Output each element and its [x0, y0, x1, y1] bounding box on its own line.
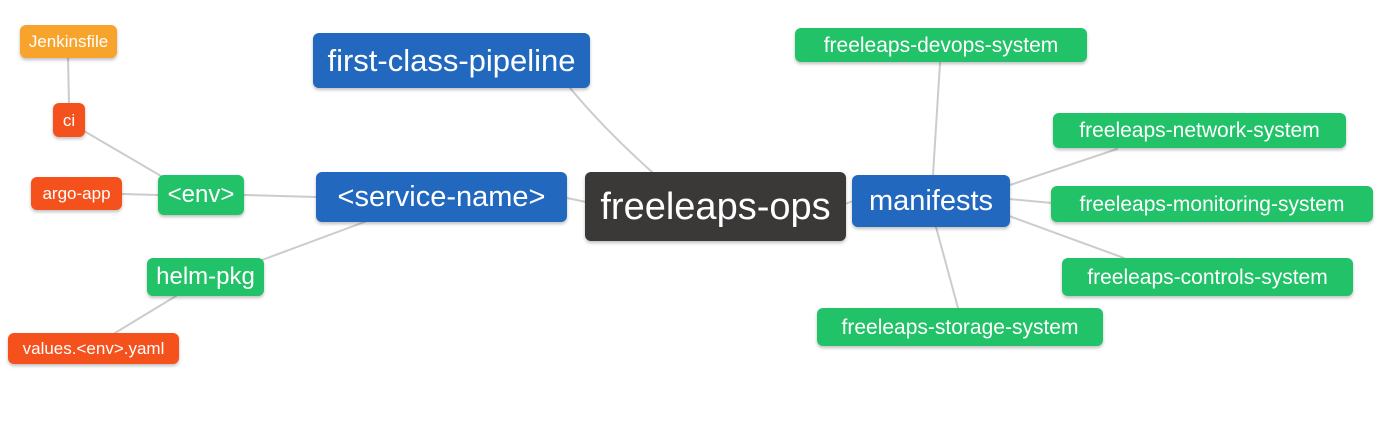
- node-manifests[interactable]: manifests: [852, 175, 1010, 227]
- edge-jenkinsfile-ci: [67, 57, 70, 104]
- node-jenkinsfile[interactable]: Jenkinsfile: [20, 25, 117, 58]
- node-argo-app[interactable]: argo-app: [31, 177, 122, 210]
- edge-helm-pkg-service-name: [261, 220, 368, 261]
- edge-first-class-pipeline-root: [569, 87, 653, 173]
- edge-env-service-name: [243, 194, 317, 198]
- node-env[interactable]: <env>: [158, 175, 244, 215]
- edge-manifests-controls-system: [1008, 215, 1125, 259]
- edge-argo-app-env: [121, 193, 159, 196]
- edge-manifests-storage-system: [935, 226, 959, 309]
- node-freeleaps-storage-system[interactable]: freeleaps-storage-system: [817, 308, 1103, 346]
- edge-manifests-network-system: [1009, 148, 1118, 186]
- node-root-freeleaps-ops[interactable]: freeleaps-ops: [585, 172, 846, 241]
- node-freeleaps-devops-system[interactable]: freeleaps-devops-system: [795, 28, 1087, 62]
- edge-service-name-root: [566, 197, 587, 203]
- node-helm-pkg[interactable]: helm-pkg: [147, 258, 264, 296]
- edge-manifests-monitoring-system: [1008, 198, 1053, 204]
- node-values-env-yaml[interactable]: values.<env>.yaml: [8, 333, 179, 364]
- node-ci[interactable]: ci: [53, 103, 85, 137]
- node-freeleaps-monitoring-system[interactable]: freeleaps-monitoring-system: [1051, 186, 1373, 222]
- edge-values-env-yaml-helm-pkg: [114, 295, 177, 334]
- node-freeleaps-controls-system[interactable]: freeleaps-controls-system: [1062, 258, 1353, 296]
- node-freeleaps-network-system[interactable]: freeleaps-network-system: [1053, 113, 1346, 148]
- edge-manifests-devops-system: [932, 62, 941, 176]
- node-service-name[interactable]: <service-name>: [316, 172, 567, 222]
- edge-ci-env: [83, 130, 162, 177]
- node-first-class-pipeline[interactable]: first-class-pipeline: [313, 33, 590, 88]
